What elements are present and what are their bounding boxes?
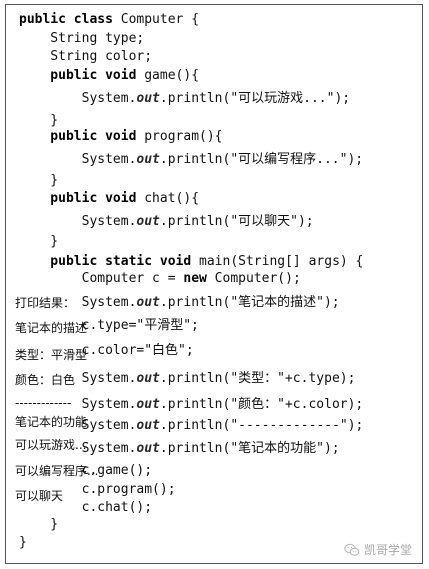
- code-line: System.out.println("可以聊天");: [19, 214, 314, 230]
- code-keyword: public void: [19, 68, 137, 83]
- code-text: System.: [19, 295, 137, 310]
- code-field: out: [136, 214, 160, 229]
- code-line: public void chat(){: [19, 191, 199, 207]
- code-text: Computer c =: [19, 271, 184, 286]
- code-text: System.: [19, 152, 137, 167]
- output-line: 笔记本的描述: [15, 321, 88, 335]
- output-line: 类型：平滑型: [15, 348, 88, 362]
- code-line: public static void main(String[] args) {: [19, 254, 363, 270]
- code-line: System.out.println("可以玩游戏...");: [19, 91, 351, 107]
- code-line: c.program();: [19, 482, 176, 498]
- code-line: public void game(){: [19, 68, 199, 84]
- code-text: main(String[] args) {: [191, 254, 364, 269]
- code-keyword: public void: [19, 191, 137, 206]
- code-field: out: [136, 295, 160, 310]
- code-line: }: [19, 234, 58, 250]
- code-text: .println("可以聊天");: [159, 214, 314, 229]
- code-line: }: [19, 113, 58, 129]
- code-line: c.chat();: [19, 500, 152, 516]
- code-line: c.type="平滑型";: [19, 318, 199, 334]
- output-line: 可以编写程序...: [15, 464, 99, 478]
- code-text: .println("颜色："+c.color);: [159, 397, 364, 412]
- code-text: }: [19, 517, 59, 532]
- code-keyword: public void: [19, 129, 137, 144]
- code-text: .println("笔记本的描述");: [159, 295, 340, 310]
- code-field: out: [136, 152, 160, 167]
- code-keyword: new: [183, 271, 207, 286]
- code-text: String type;: [19, 31, 145, 46]
- code-text: chat(){: [136, 191, 200, 206]
- code-text: .println("类型："+c.type);: [159, 371, 356, 386]
- code-text: Computer();: [206, 271, 301, 286]
- code-line: System.out.println("笔记本的功能");: [19, 441, 340, 457]
- code-text: String color;: [19, 49, 153, 64]
- code-text: c.type="平滑型";: [19, 318, 199, 333]
- code-text: c.chat();: [19, 500, 153, 515]
- code-line: System.out.println("类型："+c.type);: [19, 371, 356, 387]
- code-text: System.: [19, 214, 137, 229]
- output-line: 打印结果：: [15, 296, 76, 310]
- watermark: 凯哥学堂: [344, 541, 412, 558]
- output-line: -------------: [15, 396, 72, 410]
- code-line: String type;: [19, 31, 144, 47]
- code-text: System.: [19, 371, 137, 386]
- code-line: c.game();: [19, 463, 152, 479]
- code-line: c.color="白色";: [19, 343, 194, 359]
- code-line: Computer c = new Computer();: [19, 271, 301, 287]
- code-keyword: public class: [19, 12, 113, 27]
- code-text: c.program();: [19, 482, 176, 497]
- code-line: public class Computer {: [19, 12, 199, 28]
- code-text: System.: [19, 418, 137, 433]
- code-field: out: [136, 371, 160, 386]
- output-line: 颜色：白色: [15, 373, 76, 387]
- code-text: }: [19, 535, 27, 550]
- code-line: System.out.println("可以编写程序...");: [19, 152, 364, 168]
- code-line: }: [19, 535, 27, 551]
- code-text: program(){: [136, 129, 223, 144]
- code-text: game(){: [136, 68, 200, 83]
- code-text: }: [19, 173, 59, 188]
- code-text: System.: [19, 397, 137, 412]
- code-line: }: [19, 517, 58, 533]
- code-text: c.color="白色";: [19, 343, 194, 358]
- code-field: out: [136, 418, 160, 433]
- code-line: System.out.println("颜色："+c.color);: [19, 397, 364, 413]
- code-text: c.game();: [19, 463, 153, 478]
- code-text: .println("笔记本的功能");: [159, 441, 340, 456]
- code-line: }: [19, 173, 58, 189]
- code-line: String color;: [19, 49, 152, 65]
- output-line: 可以聊天: [15, 489, 64, 503]
- code-frame: public class Computer { String type; Str…: [5, 4, 423, 564]
- code-text: System.: [19, 441, 137, 456]
- code-keyword: public static void: [19, 254, 192, 269]
- code-text: .println("可以玩游戏...");: [159, 91, 351, 106]
- code-line: public void program(){: [19, 129, 223, 145]
- code-text: System.: [19, 91, 137, 106]
- code-field: out: [136, 441, 160, 456]
- wechat-icon: [344, 543, 360, 556]
- code-field: out: [136, 91, 160, 106]
- code-text: .println("-------------");: [159, 418, 364, 433]
- output-line: 可以玩游戏...: [15, 438, 87, 452]
- watermark-text: 凯哥学堂: [364, 543, 413, 557]
- code-field: out: [136, 397, 160, 412]
- output-line: 笔记本的功能: [15, 415, 88, 429]
- code-text: Computer {: [112, 12, 200, 27]
- code-text: }: [19, 113, 59, 128]
- code-text: .println("可以编写程序...");: [159, 152, 364, 167]
- code-line: System.out.println("笔记本的描述");: [19, 295, 340, 311]
- code-text: }: [19, 234, 59, 249]
- code-line: System.out.println("-------------");: [19, 418, 364, 434]
